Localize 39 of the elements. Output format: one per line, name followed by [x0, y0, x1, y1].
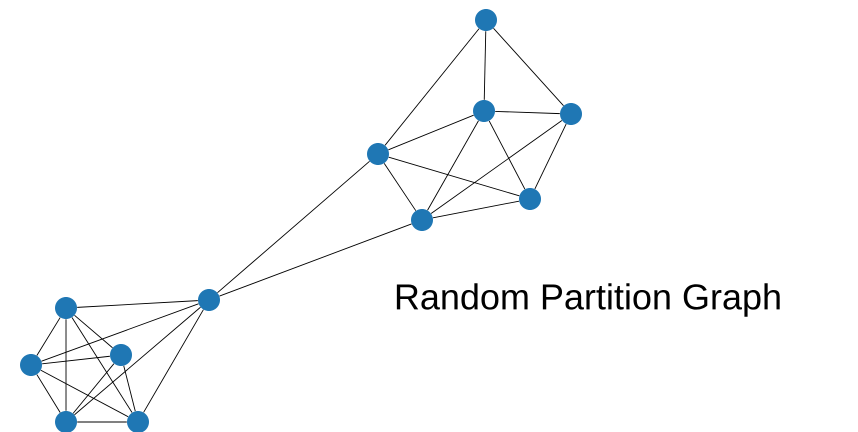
edge-line: [72, 363, 114, 414]
edge-line: [388, 114, 474, 150]
graph-node: [20, 354, 42, 376]
graph-node: [55, 297, 77, 319]
edge-line: [217, 160, 370, 294]
edge-line: [484, 30, 486, 100]
graph-node: [127, 411, 149, 432]
edge-line: [36, 374, 61, 413]
edge-line: [74, 314, 113, 348]
edge-line: [76, 300, 198, 308]
edge-line: [384, 28, 480, 146]
edge-line: [143, 309, 204, 413]
edge-line: [388, 156, 520, 196]
edge-line: [36, 317, 61, 356]
graph-node: [367, 143, 389, 165]
graph-node: [411, 209, 433, 231]
graph-node: [110, 344, 132, 366]
edge-line: [494, 110, 560, 114]
graph-title: Random Partition Graph: [396, 283, 780, 317]
edge-line: [384, 162, 416, 212]
edge-line: [493, 28, 564, 106]
edge-line: [427, 120, 479, 211]
edge-line: [488, 120, 526, 190]
edge-line: [40, 370, 129, 418]
edge-line: [74, 306, 201, 416]
edge-line: [430, 120, 562, 214]
graph-node: [475, 9, 497, 31]
edge-line: [219, 224, 412, 297]
graph-node: [560, 103, 582, 125]
graph-node: [55, 411, 77, 432]
edge-line: [123, 365, 136, 412]
edge-line: [42, 356, 110, 364]
graph-node: [519, 188, 541, 210]
edge-line: [432, 200, 520, 218]
graph-node: [473, 100, 495, 122]
graph-node: [198, 289, 220, 311]
edge-line: [534, 124, 567, 190]
edge-line: [41, 303, 199, 362]
edge-line: [72, 317, 132, 413]
